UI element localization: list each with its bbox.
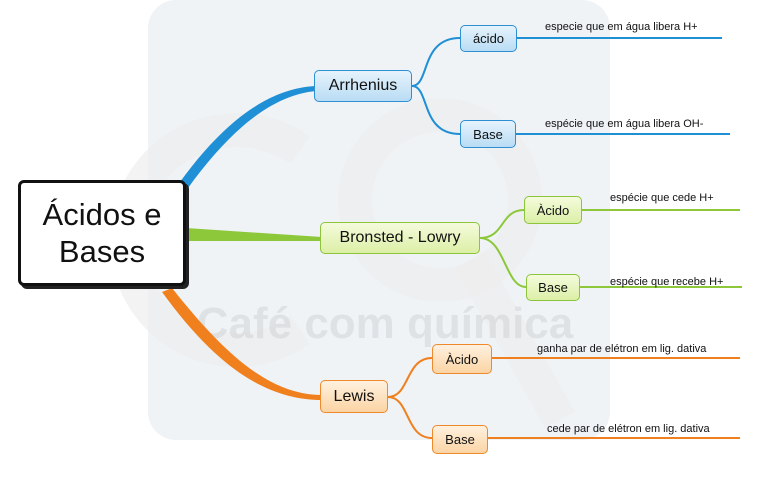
bronsted-connectors xyxy=(479,209,742,288)
branch-arrhenius xyxy=(180,86,316,188)
lewis-acid-node[interactable]: Àcido xyxy=(432,344,492,374)
bronsted-acid-definition: espécie que cede H+ xyxy=(610,192,714,204)
lewis-base-definition: cede par de elétron em lig. dativa xyxy=(547,423,710,435)
central-title-line1: Ácidos e xyxy=(42,197,162,232)
lewis-base-node[interactable]: Base xyxy=(432,425,488,454)
topic-bronsted-lowry[interactable]: Bronsted - Lowry xyxy=(320,222,480,254)
topic-arrhenius[interactable]: Arrhenius xyxy=(314,70,412,102)
branch-bronsted xyxy=(186,228,322,241)
central-topic[interactable]: Ácidos e Bases xyxy=(18,180,186,286)
lewis-acid-definition: ganha par de elétron em lig. dativa xyxy=(537,343,707,355)
watermark-brand-text: Café com química xyxy=(197,299,574,348)
arrhenius-acid-definition: especie que em água libera H+ xyxy=(545,21,698,33)
central-title-line2: Bases xyxy=(58,234,146,269)
bronsted-base-definition: espécie que recebe H+ xyxy=(610,276,724,288)
arrhenius-base-definition: espécie que em água libera OH- xyxy=(545,118,704,130)
arrhenius-acid-node[interactable]: ácido xyxy=(460,25,517,52)
topic-lewis[interactable]: Lewis xyxy=(320,380,388,413)
lewis-connectors xyxy=(387,357,740,439)
arrhenius-base-node[interactable]: Base xyxy=(460,120,516,148)
branch-lewis xyxy=(162,288,322,400)
arrhenius-connectors xyxy=(411,37,730,135)
bronsted-acid-node[interactable]: Àcido xyxy=(524,196,582,224)
bronsted-base-node[interactable]: Base xyxy=(526,274,580,301)
